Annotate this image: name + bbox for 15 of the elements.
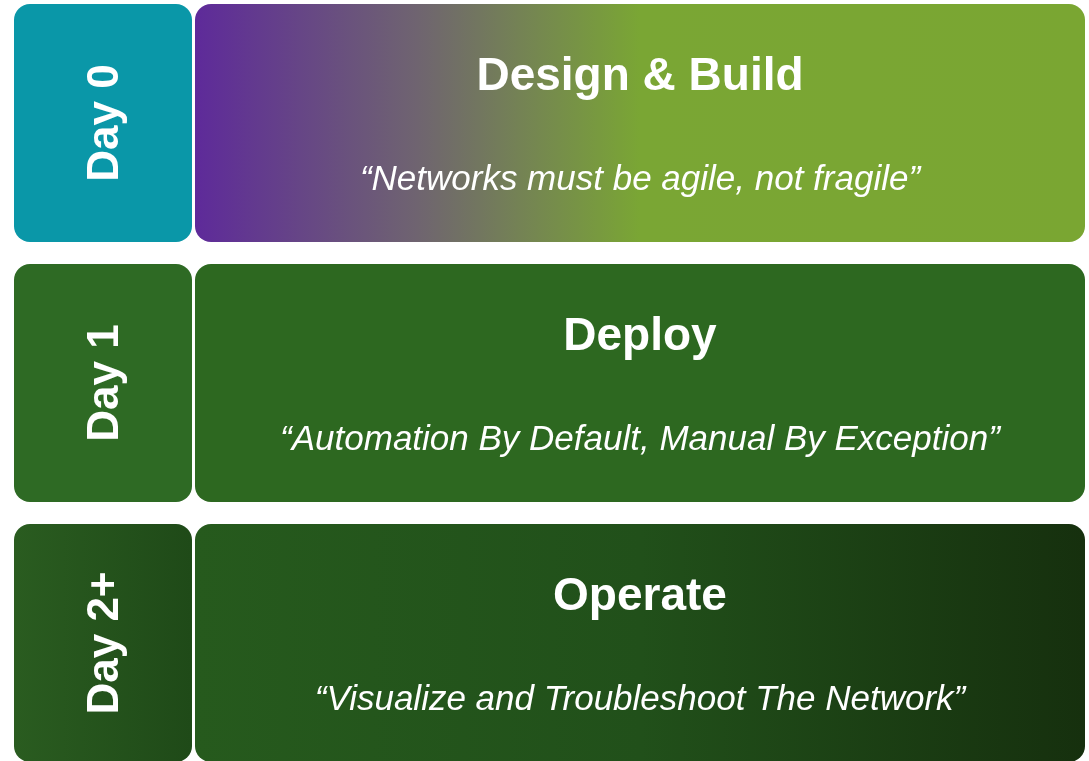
phase-quote: “Automation By Default, Manual By Exception”: [280, 417, 1000, 460]
phase-box: [195, 524, 1085, 761]
phase-quote: “Networks must be agile, not fragile”: [359, 157, 921, 200]
day-tab: [14, 4, 192, 242]
phase-quote: “Visualize and Troubleshoot The Network”: [314, 677, 966, 720]
phase-title: Design & Build: [476, 47, 804, 103]
phase-title: Operate: [553, 567, 727, 623]
day-tab: [14, 264, 192, 502]
day-tab: [14, 524, 192, 761]
day-label: Day 1: [77, 324, 128, 442]
phase-box: [195, 264, 1085, 502]
phase-title: Deploy: [563, 307, 717, 363]
day-label: Day 0: [77, 64, 128, 182]
day-label: Day 2+: [77, 571, 128, 715]
phase-box: [195, 4, 1085, 242]
